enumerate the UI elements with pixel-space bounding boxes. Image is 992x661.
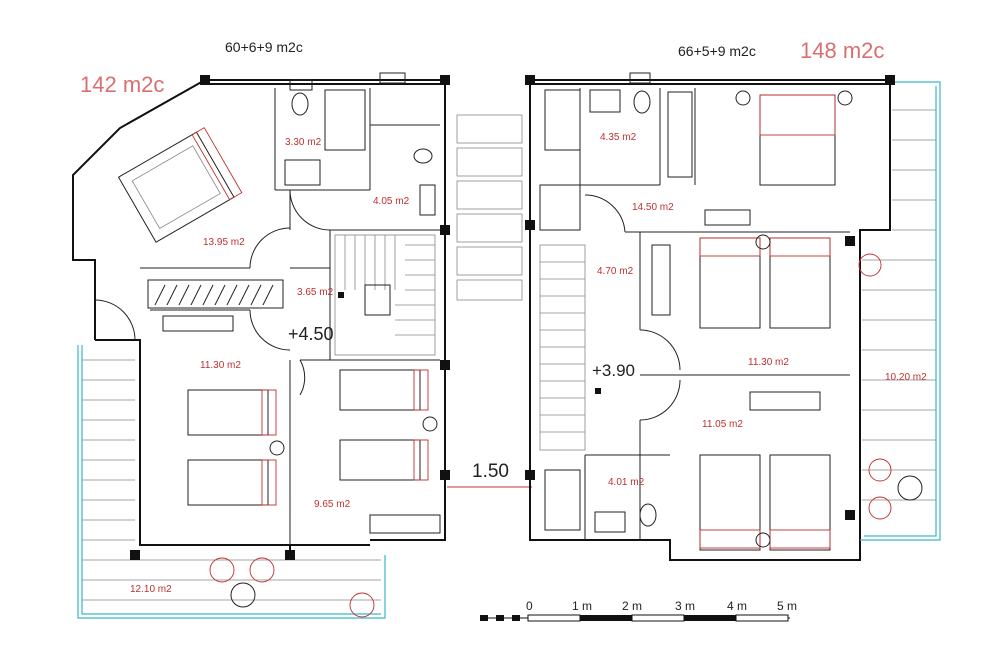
room-area-terrace-left: 12.10 m2: [130, 584, 172, 595]
right-area-breakdown: 66+5+9 m2c: [678, 43, 756, 59]
room-area-bed2-left: 11.30 m2: [200, 360, 241, 371]
scale-label-3: 3 m: [675, 599, 695, 613]
room-area-bed3-left: 9.65 m2: [314, 499, 351, 510]
room-area-master-right: 14.50 m2: [632, 202, 674, 213]
gap-dimension: 1.50: [472, 461, 509, 482]
scale-label-5: 5 m: [777, 599, 797, 613]
right-total-area: 148 m2c: [800, 38, 884, 63]
left-total-area: 142 m2c: [80, 72, 164, 97]
room-area-hall-right: 4.70 m2: [597, 266, 634, 277]
room-area-wc-left: 4.05 m2: [373, 196, 410, 207]
room-area-bed2-right: 11.30 m2: [748, 357, 789, 368]
scale-label-2: 2 m: [622, 599, 642, 613]
right-unit: [525, 72, 941, 561]
room-area-bed3-right: 11.05 m2: [702, 419, 743, 430]
scale-bar: 0 1 m 2 m 3 m 4 m 5 m: [480, 599, 797, 622]
left-area-breakdown: 60+6+9 m2c: [225, 39, 303, 55]
right-level: +3.90: [592, 361, 635, 380]
corridor: [456, 114, 523, 301]
room-area-terrace-right: 10.20 m2: [885, 372, 927, 383]
scale-label-4: 4 m: [727, 599, 747, 613]
scale-label-1: 1 m: [572, 599, 592, 613]
room-area-wc-right: 4.01 m2: [608, 477, 645, 488]
room-area-bath-right: 4.35 m2: [600, 132, 637, 143]
left-level: +4.50: [288, 324, 334, 344]
room-area-bath-left: 3.30 m2: [285, 137, 322, 148]
left-unit: [72, 72, 450, 619]
room-area-hall-left: 3.65 m2: [297, 287, 334, 298]
room-area-master-left: 13.95 m2: [203, 237, 245, 248]
scale-label-0: 0: [526, 599, 533, 613]
